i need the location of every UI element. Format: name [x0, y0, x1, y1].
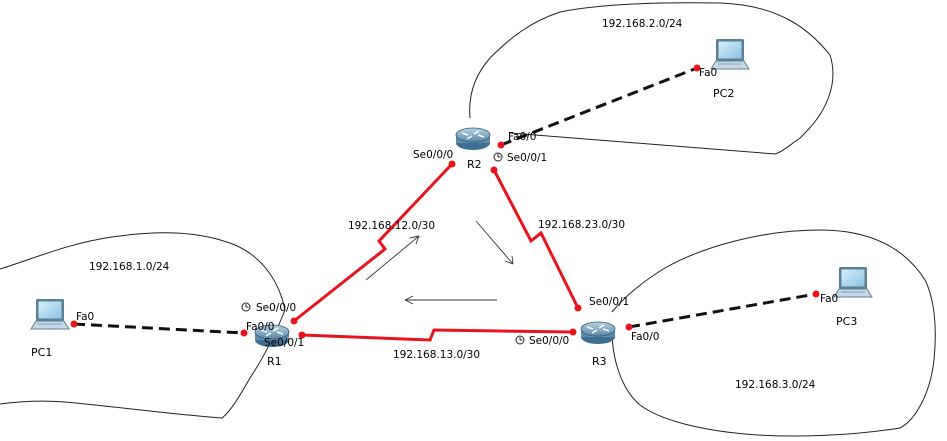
router-icon	[580, 321, 616, 345]
pc-pc3[interactable]	[833, 266, 873, 298]
pc-pc2[interactable]	[710, 38, 750, 70]
link-pc1-r1	[73, 322, 245, 335]
pc-pc1[interactable]	[30, 298, 70, 330]
device-label-pc2: PC2	[713, 87, 734, 100]
network-label-r2-r3: 192.168.23.0/30	[538, 219, 625, 231]
laptop-icon	[30, 298, 70, 330]
port-label-r1-fa00: Fa0/0	[246, 321, 274, 333]
network-label-lan1: 192.168.1.0/24	[89, 261, 170, 273]
router-r2[interactable]	[455, 127, 491, 151]
port-label-r2-fa00: Fa0/0	[508, 131, 536, 143]
network-label-lan3: 192.168.3.0/24	[735, 379, 816, 391]
device-label-r2: R2	[467, 158, 482, 171]
lan2-area-outline	[469, 2, 834, 155]
network-label-r1-r3: 192.168.13.0/30	[393, 349, 480, 361]
link-r3-pc3	[628, 292, 817, 329]
device-label-r1: R1	[267, 355, 282, 368]
port-label-pc1-fa0: Fa0	[76, 311, 94, 323]
network-label-lan2: 192.168.2.0/24	[602, 18, 683, 30]
port-label-r2-se000: Se0/0/0	[413, 149, 453, 161]
router-r3[interactable]	[580, 321, 616, 345]
traffic-flow-arrows	[365, 220, 514, 305]
device-label-r3: R3	[592, 355, 607, 368]
clock-icon	[515, 335, 525, 345]
port-label-pc2-fa0: Fa0	[699, 67, 717, 79]
lan3-area-outline	[611, 229, 936, 437]
laptop-icon	[710, 38, 750, 70]
clock-icon	[241, 302, 251, 312]
port-label-r3-se001: Se0/0/1	[589, 296, 629, 308]
clock-icon	[493, 152, 503, 162]
device-label-pc3: PC3	[836, 315, 857, 328]
arrow-r1-to-r2	[365, 235, 420, 281]
link-r2-r3-serial	[492, 169, 580, 309]
port-label-pc3-fa0: Fa0	[820, 293, 838, 305]
arrow-r2-to-r3	[475, 220, 514, 265]
arrow-r3-to-r1	[404, 295, 497, 305]
link-r1-r2-serial	[293, 162, 454, 323]
link-r2-pc2	[500, 66, 698, 147]
port-label-r2-se001: Se0/0/1	[507, 152, 547, 164]
laptop-icon	[833, 266, 873, 298]
port-label-r3-fa00: Fa0/0	[631, 331, 659, 343]
port-label-r1-se000: Se0/0/0	[256, 302, 296, 314]
port-label-r1-se001: Se0/0/1	[264, 337, 304, 349]
network-label-r1-r2: 192.168.12.0/30	[348, 220, 435, 232]
port-label-r3-se000: Se0/0/0	[529, 335, 569, 347]
link-port-dots	[70, 64, 820, 339]
device-label-pc1: PC1	[31, 346, 52, 359]
link-r1-r3-serial	[301, 328, 574, 342]
router-icon	[455, 127, 491, 151]
